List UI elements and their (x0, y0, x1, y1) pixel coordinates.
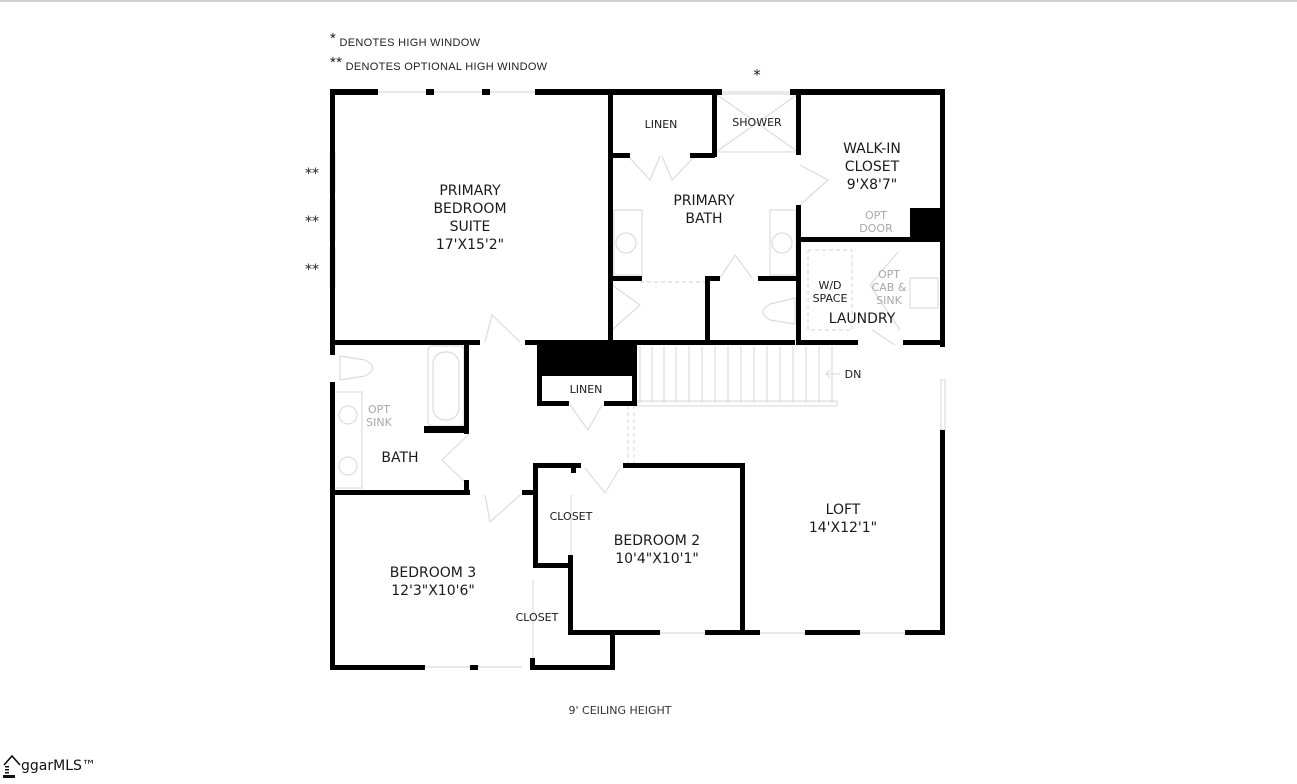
loft-label: LOFT (826, 502, 861, 518)
room-laundry: W/D SPACE OPT CAB & SINK LAUNDRY (813, 268, 907, 327)
bedroom-2-size: 10'4"X10'1" (615, 551, 699, 567)
legend-optional-high-window: ** DENOTES OPTIONAL HIGH WINDOW (330, 54, 548, 74)
bedroom-2-label: BEDROOM 2 (614, 533, 700, 549)
bath-label: BATH (381, 450, 418, 466)
room-bath: OPT SINK BATH (366, 403, 418, 466)
bedroom-3-size: 12'3"X10'6" (391, 583, 475, 599)
opt-sink-label-2: SINK (366, 416, 392, 429)
legend-high-window-text: DENOTES HIGH WINDOW (339, 37, 481, 49)
opt-door-label-1: OPT (865, 209, 887, 222)
stairs-down-label: DN (845, 368, 862, 381)
west-window-marker-1: ** (305, 166, 319, 182)
primary-bath-label-2: BATH (685, 211, 722, 227)
room-bedroom-2: CLOSET BEDROOM 2 10'4"X10'1" (550, 510, 701, 567)
legend-high-window: * DENOTES HIGH WINDOW (330, 30, 481, 50)
west-window-marker-2: ** (305, 214, 319, 230)
wd-space-label-2: SPACE (813, 292, 848, 305)
linen-top-label: LINEN (645, 118, 678, 131)
walk-in-size: 9'X8'7" (847, 177, 897, 193)
primary-bedroom-label-2: BEDROOM (433, 201, 506, 217)
double-star-icon: ** (330, 54, 343, 71)
single-star-icon: * (330, 30, 337, 47)
opt-sink-label-1: OPT (368, 403, 390, 416)
primary-bath-label-1: PRIMARY (673, 193, 735, 209)
room-bedroom-3: BEDROOM 3 12'3"X10'6" CLOSET (390, 565, 559, 624)
bedroom-3-label: BEDROOM 3 (390, 565, 476, 581)
opt-cab-label-1: OPT (878, 268, 900, 281)
opt-cab-label-2: CAB & (872, 281, 907, 294)
room-loft: LOFT 14'X12'1" (809, 502, 877, 536)
walk-in-label-2: CLOSET (845, 159, 900, 175)
shower-label: SHOWER (732, 116, 782, 129)
room-primary-bath: PRIMARY BATH (673, 193, 735, 227)
primary-bedroom-label-1: PRIMARY (439, 183, 501, 199)
primary-bedroom-size: 17'X15'2" (436, 237, 504, 253)
bedroom-3-closet-label: CLOSET (516, 611, 559, 624)
room-walk-in-closet: WALK-IN CLOSET 9'X8'7" OPT DOOR (843, 141, 901, 235)
laundry-label: LAUNDRY (829, 311, 896, 327)
top-border (0, 0, 1297, 2)
mls-logo-text: ggarMLS™ (21, 758, 96, 774)
opt-door-label-2: DOOR (859, 222, 893, 235)
walls (330, 89, 945, 670)
opt-cab-label-3: SINK (876, 294, 902, 307)
primary-bedroom-label-3: SUITE (450, 219, 491, 235)
ceiling-height-note: 9' CEILING HEIGHT (568, 704, 672, 717)
loft-size: 14'X12'1" (809, 520, 877, 536)
house-icon (3, 754, 21, 778)
linen-hall-label: LINEN (570, 383, 603, 396)
wd-space-label-1: W/D (818, 279, 841, 292)
shower-high-window-marker: * (753, 66, 761, 84)
room-primary-bedroom: PRIMARY BEDROOM SUITE 17'X15'2" (433, 183, 506, 253)
walk-in-label-1: WALK-IN (843, 141, 901, 157)
fixtures (329, 91, 946, 668)
legend-optional-high-window-text: DENOTES OPTIONAL HIGH WINDOW (345, 61, 548, 73)
bedroom-2-closet-label: CLOSET (550, 510, 593, 523)
west-window-marker-3: ** (305, 262, 319, 278)
